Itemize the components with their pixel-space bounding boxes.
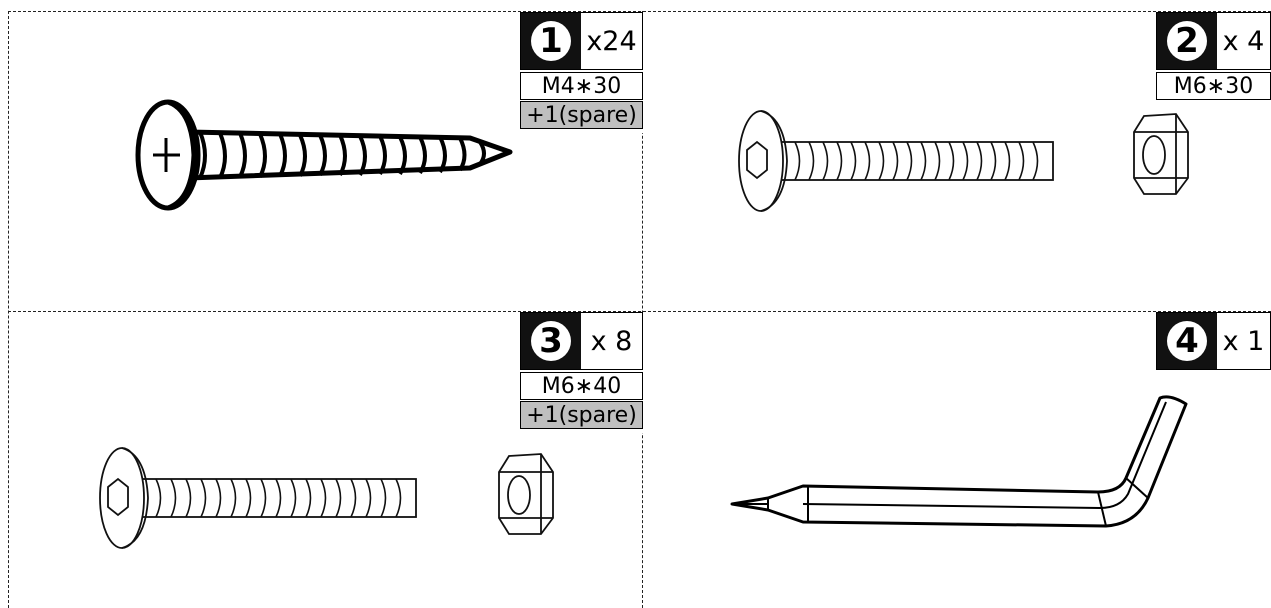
part-quantity: x24 <box>586 25 637 57</box>
part-number: 1 <box>531 21 571 61</box>
badge-header: 2 x 4 <box>1156 12 1271 70</box>
part-quantity: x 8 <box>590 325 633 357</box>
panel-border-left <box>8 11 9 608</box>
hex-socket-bolt-illustration <box>99 447 417 549</box>
part-number: 4 <box>1167 321 1207 361</box>
panel-border-top <box>8 11 1271 12</box>
part-spare: +1(spare) <box>520 101 643 129</box>
phillips-pan-screw-illustration <box>135 99 513 211</box>
part-number-marker: 2 <box>1157 13 1217 69</box>
part-spare: +1(spare) <box>520 401 643 429</box>
part-size: M6∗30 <box>1156 72 1271 100</box>
part-badge-3: 3 x 8 M6∗40 +1(spare) <box>520 312 643 433</box>
part-quantity: x 1 <box>1222 325 1265 357</box>
badge-header: 1 x24 <box>520 12 643 70</box>
part-badge-2: 2 x 4 M6∗30 <box>1156 12 1271 102</box>
part-number-marker: 4 <box>1157 313 1217 369</box>
badge-header: 4 x 1 <box>1156 312 1271 370</box>
part-number: 3 <box>531 321 571 361</box>
part-badge-4: 4 x 1 <box>1156 312 1271 372</box>
panel-divider-vertical <box>642 11 643 608</box>
hex-nut-illustration <box>1133 113 1189 195</box>
part-size: M6∗40 <box>520 372 643 400</box>
part-badge-1: 1 x24 M4∗30 +1(spare) <box>520 12 643 133</box>
part-size: M4∗30 <box>520 72 643 100</box>
panel-divider-horizontal <box>8 311 1271 312</box>
hex-socket-bolt-illustration <box>738 110 1054 212</box>
part-number-marker: 1 <box>521 13 581 69</box>
badge-header: 3 x 8 <box>520 312 643 370</box>
part-number: 2 <box>1167 21 1207 61</box>
part-quantity: x 4 <box>1222 25 1265 57</box>
allen-key-illustration <box>730 395 1188 528</box>
part-number-marker: 3 <box>521 313 581 369</box>
hex-nut-illustration <box>498 453 554 535</box>
